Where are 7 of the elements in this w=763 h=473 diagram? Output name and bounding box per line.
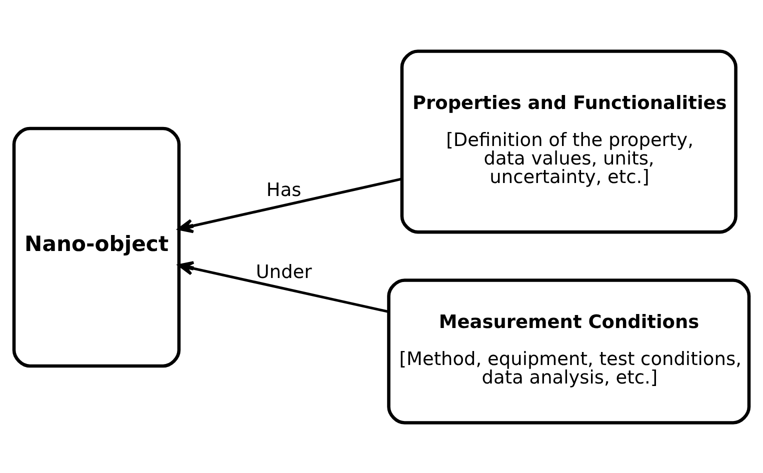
- node-box: Properties and Functionalities [Definition of the property, data values, units, uncertainty, etc.]: [400, 49, 738, 234]
- edge-label: Under: [256, 261, 312, 282]
- node-box: Nano-object: [12, 126, 181, 368]
- node-box: Measurement Conditions [Method, equipment, test conditions, data analysis, etc.]: [387, 278, 751, 424]
- arrow: [178, 260, 389, 313]
- arrow: [178, 177, 402, 233]
- edge-label: Has: [266, 180, 302, 201]
